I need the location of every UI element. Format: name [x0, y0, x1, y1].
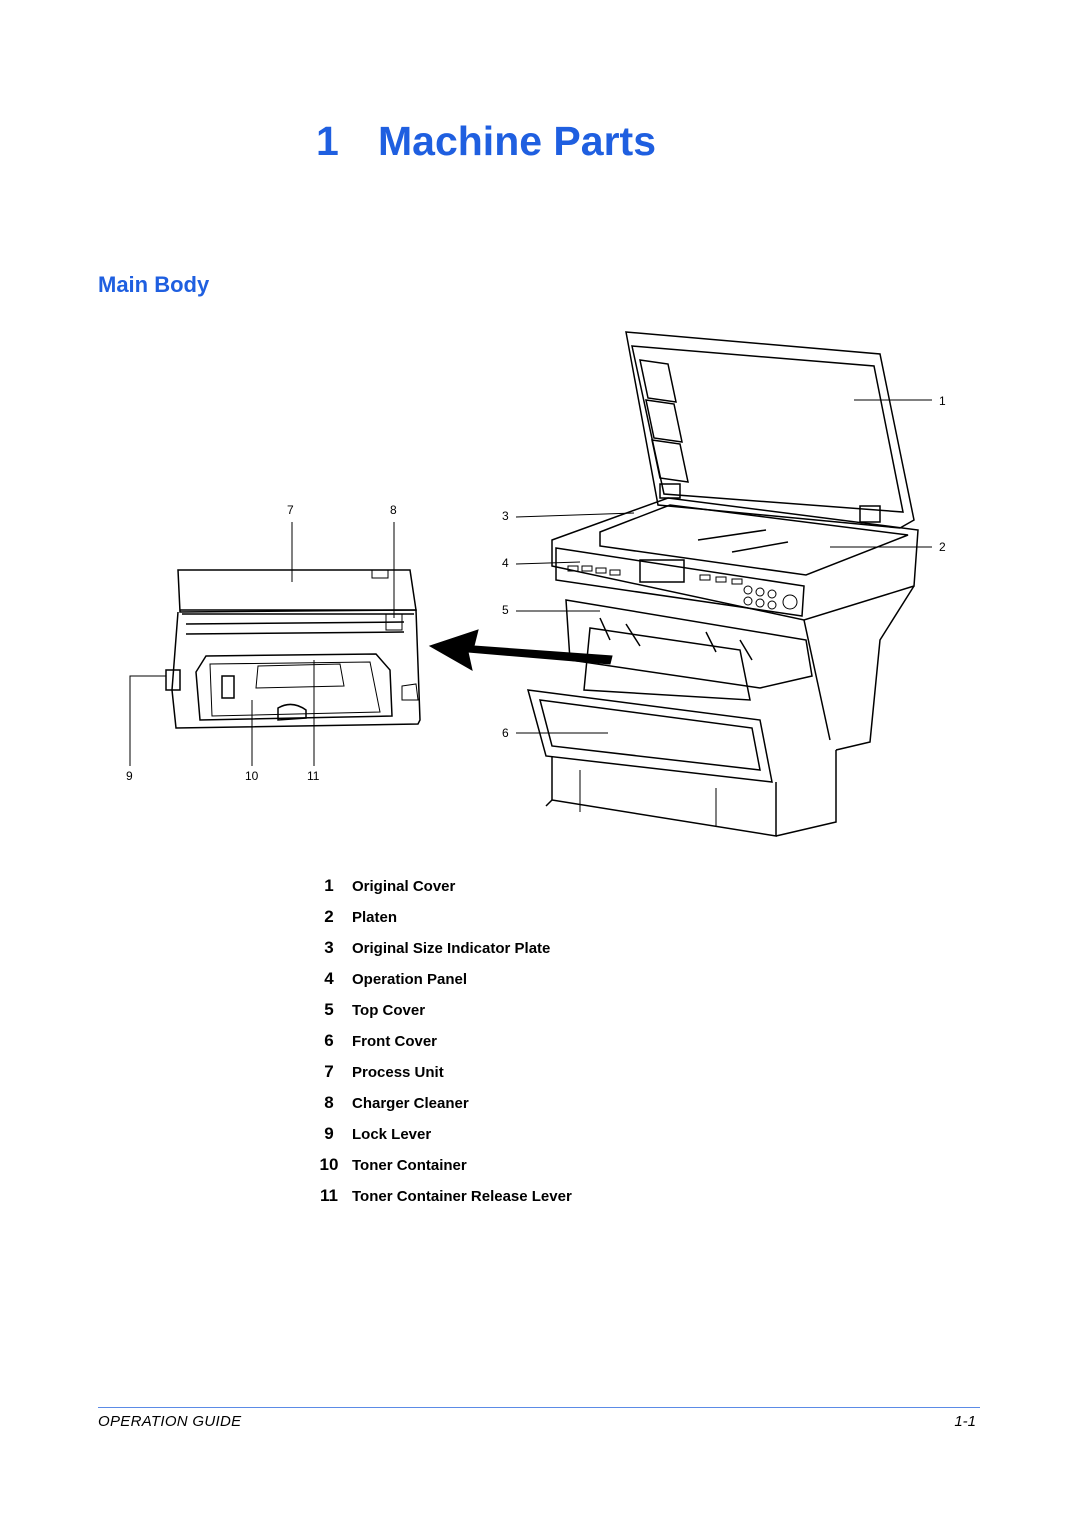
machine-parts-illustration: 1 2 3 4 5 6 7 8 9 10 11	[126, 331, 946, 837]
part-number: 9	[324, 1124, 334, 1143]
callout-2: 2	[939, 540, 946, 554]
chapter-title: 1 Machine Parts	[316, 118, 656, 165]
list-item: 10 Toner Container	[306, 1155, 572, 1186]
part-label: Platen	[352, 909, 398, 926]
part-label: Front Cover	[352, 1033, 438, 1050]
list-item: 8 Charger Cleaner	[306, 1093, 572, 1124]
callout-3: 3	[502, 509, 509, 523]
part-label: Lock Lever	[352, 1126, 432, 1143]
list-item: 3 Original Size Indicator Plate	[306, 938, 572, 969]
callout-11: 11	[307, 769, 320, 783]
removal-arrow	[428, 629, 613, 671]
callout-4: 4	[502, 556, 509, 570]
list-item: 4 Operation Panel	[306, 969, 572, 1000]
part-label: Original Size Indicator Plate	[352, 940, 551, 957]
callout-1: 1	[939, 394, 946, 408]
part-number: 6	[324, 1031, 334, 1050]
callout-8: 8	[390, 503, 397, 517]
part-label: Toner Container	[352, 1157, 467, 1174]
list-item: 9 Lock Lever	[306, 1124, 572, 1155]
part-number: 3	[324, 938, 334, 957]
list-item: 7 Process Unit	[306, 1062, 572, 1093]
callout-5: 5	[502, 603, 509, 617]
list-item: 6 Front Cover	[306, 1031, 572, 1062]
callout-10: 10	[245, 769, 259, 783]
part-number: 8	[324, 1093, 334, 1112]
callout-7: 7	[287, 503, 294, 517]
process-unit-illustration	[165, 569, 421, 729]
footer-guide-title: OPERATION GUIDE	[98, 1413, 242, 1430]
list-item: 5 Top Cover	[306, 1000, 572, 1031]
part-number: 7	[324, 1062, 334, 1081]
part-number: 4	[324, 969, 334, 988]
part-number: 10	[319, 1155, 339, 1174]
part-label: Operation Panel	[352, 971, 468, 988]
footer-divider	[98, 1407, 980, 1408]
part-label: Process Unit	[352, 1064, 444, 1081]
parts-list: 1 Original Cover 2 Platen 3 Original Size I…	[306, 876, 572, 1217]
part-label: Charger Cleaner	[352, 1095, 469, 1112]
part-label: Toner Container Release Lever	[352, 1188, 572, 1205]
part-label: Original Cover	[352, 878, 456, 895]
chapter-title-text: Machine Parts	[378, 118, 656, 164]
part-number: 11	[320, 1186, 338, 1205]
chapter-number: 1	[316, 118, 339, 164]
leader-lines	[129, 399, 932, 766]
machine-main-body	[526, 331, 919, 837]
list-item: 2 Platen	[306, 907, 572, 938]
list-item: 1 Original Cover	[306, 876, 572, 907]
callout-9: 9	[126, 769, 133, 783]
part-label: Top Cover	[352, 1002, 426, 1019]
footer-page-number: 1-1	[954, 1413, 976, 1430]
section-title: Main Body	[98, 272, 210, 297]
part-number: 1	[324, 876, 334, 895]
callout-6: 6	[502, 726, 509, 740]
list-item: 11 Toner Container Release Lever	[306, 1186, 572, 1217]
part-number: 5	[324, 1000, 334, 1019]
part-number: 2	[324, 907, 334, 926]
